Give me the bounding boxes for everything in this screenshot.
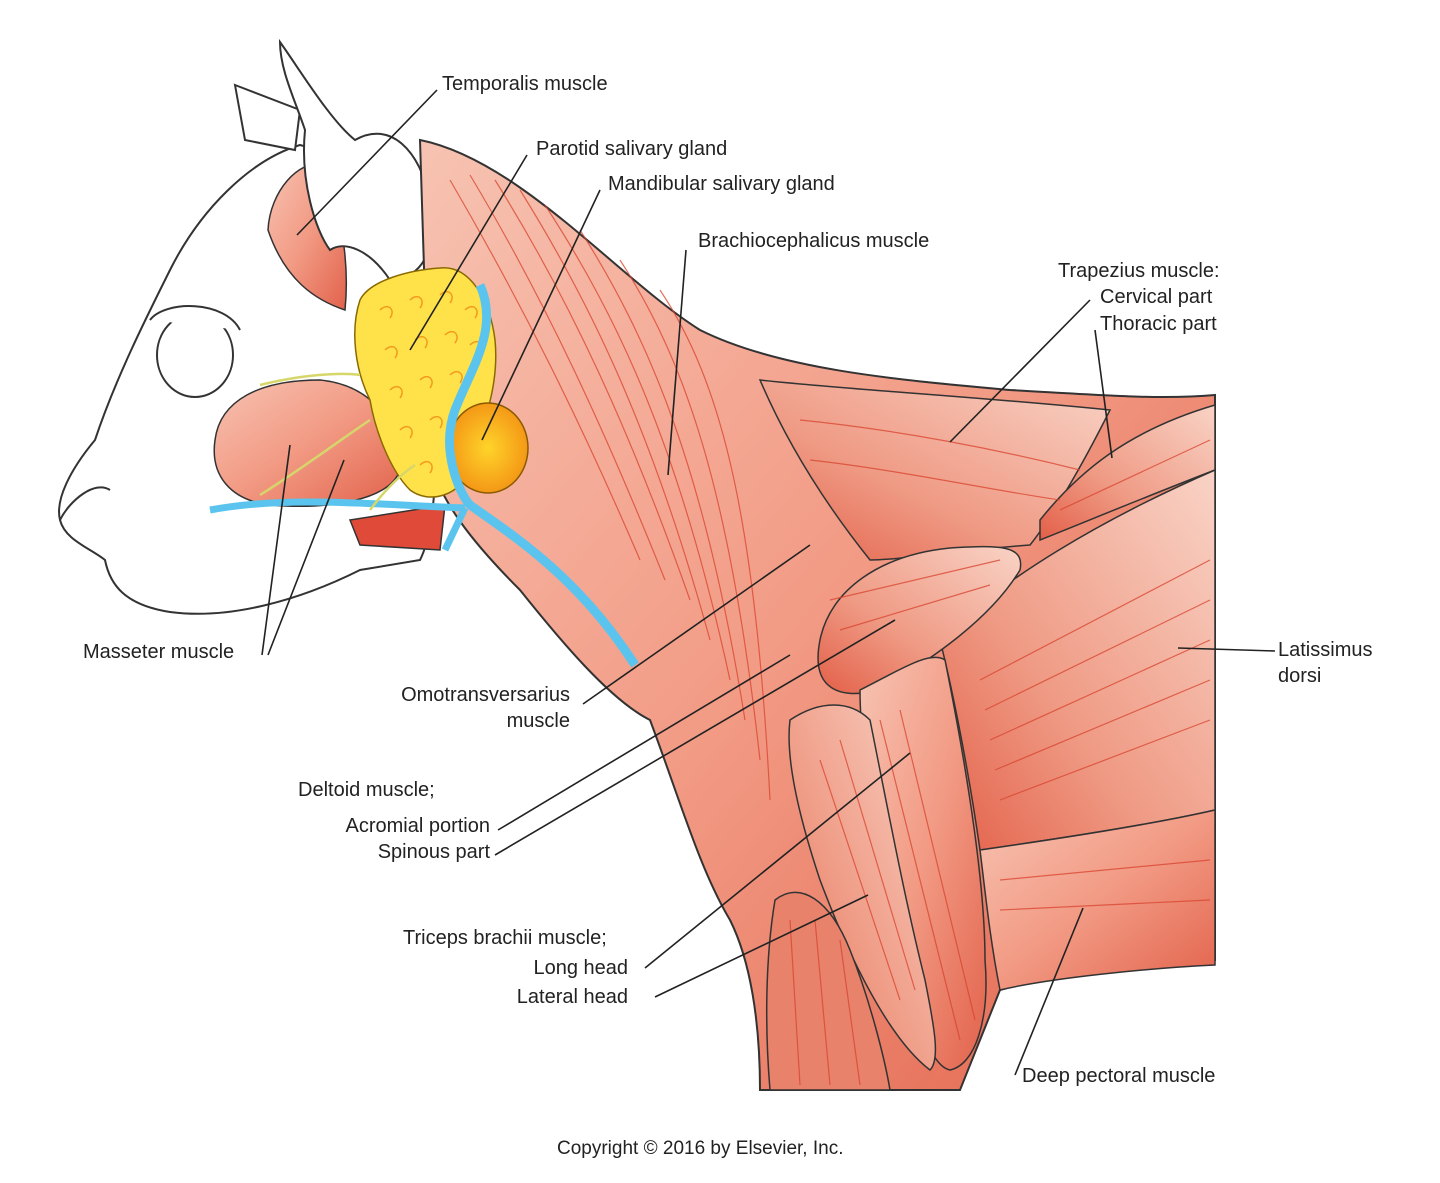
label-triceps-long: Long head	[533, 957, 628, 979]
label-latissimus-line2: dorsi	[1278, 665, 1322, 687]
label-deltoid-spinous: Spinous part	[377, 841, 490, 863]
leader-lines	[261, 89, 1276, 1076]
label-trapezius-cervical: Cervical part	[1100, 286, 1213, 308]
label-temporalis: Temporalis muscle	[442, 73, 608, 95]
copyright-notice: Copyright © 2016 by Elsevier, Inc.	[557, 1138, 844, 1159]
label-brachiocephalicus: Brachiocephalicus muscle	[698, 230, 930, 252]
deep-pectoral-shape	[979, 809, 1216, 991]
label-deltoid-acromial: Acromial portion	[345, 815, 490, 837]
label-latissimus-line1: Latissimus	[1278, 639, 1373, 661]
label-parotid: Parotid salivary gland	[536, 138, 728, 160]
label-trapezius-title: Trapezius muscle:	[1058, 260, 1220, 282]
label-triceps-lateral: Lateral head	[516, 986, 628, 1008]
vein-shape	[445, 283, 639, 668]
muscle-fibers	[449, 174, 1211, 1086]
label-omotransversarius-line2: muscle	[506, 710, 570, 732]
label-trapezius-thoracic: Thoracic part	[1100, 313, 1217, 335]
label-omotransversarius-line1: Omotransversarius	[401, 684, 570, 706]
label-mandibular: Mandibular salivary gland	[608, 173, 835, 195]
label-triceps-title: Triceps brachii muscle;	[403, 927, 607, 949]
label-deltoid-title: Deltoid muscle;	[298, 779, 435, 801]
parotid-gland-lobules	[379, 291, 483, 474]
nerve-lines	[259, 372, 416, 511]
deltoid-spinous-shape	[817, 545, 1022, 695]
label-deep-pectoral: Deep pectoral muscle	[1022, 1065, 1216, 1087]
label-masseter: Masseter muscle	[83, 641, 235, 663]
